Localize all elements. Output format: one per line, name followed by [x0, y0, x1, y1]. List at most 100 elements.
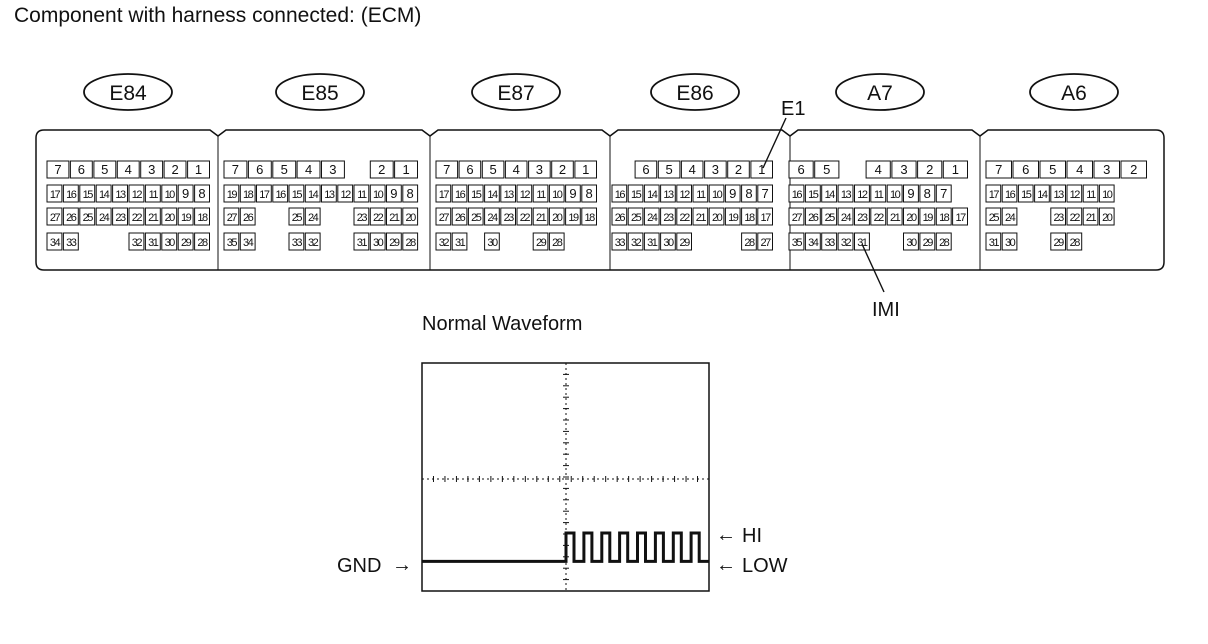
- pin-cell: [353, 207, 370, 226]
- pin-cell: [161, 232, 178, 251]
- pin-cell: [581, 207, 597, 226]
- pin-number: 11: [536, 189, 546, 201]
- pin-cell: [144, 232, 161, 251]
- pin-number: 23: [857, 212, 868, 224]
- pin-cell: [435, 207, 452, 226]
- pin-cell: [288, 232, 305, 251]
- pin-number: 15: [83, 189, 94, 201]
- pin-number: 3: [712, 162, 719, 177]
- connector-label-e84: E84: [83, 73, 173, 111]
- pin-number: 15: [808, 189, 819, 201]
- pin-number: 23: [115, 212, 126, 224]
- pin-cell: [321, 160, 345, 179]
- pin-number: 4: [875, 162, 882, 177]
- pin-number: 22: [874, 212, 885, 224]
- pin-cell: [804, 207, 821, 226]
- pin-cell: [917, 160, 943, 179]
- pin-cell: [724, 184, 741, 203]
- pin-number: 34: [808, 237, 819, 249]
- pin-number: 14: [1037, 189, 1048, 201]
- pin-number: 9: [569, 186, 576, 201]
- pin-cell: [402, 207, 419, 226]
- pin-number: 4: [513, 162, 520, 177]
- pin-number: 24: [487, 212, 498, 224]
- connector-label-e85: E85: [275, 73, 365, 111]
- pin-cell: [634, 160, 658, 179]
- pin-number: 2: [1130, 162, 1137, 177]
- pin-number: 20: [712, 212, 723, 224]
- pin-number: 3: [900, 162, 907, 177]
- pin-number: 20: [552, 212, 563, 224]
- pin-number: 6: [256, 162, 263, 177]
- pin-number: 14: [825, 189, 836, 201]
- pin-cell: [296, 160, 321, 179]
- pin-number: 21: [389, 212, 400, 224]
- waveform-title: Normal Waveform: [422, 313, 583, 335]
- pin-number: 9: [390, 186, 397, 201]
- pin-cell: [1050, 184, 1067, 203]
- pin-number: 25: [83, 212, 94, 224]
- pin-cell: [788, 207, 805, 226]
- pin-cell: [741, 184, 757, 203]
- pin-number: 32: [631, 237, 642, 249]
- pin-number: 7: [940, 186, 947, 201]
- pin-number: 11: [357, 189, 367, 201]
- pin-cell: [1034, 184, 1050, 203]
- pin-number: 4: [125, 162, 132, 177]
- pin-cell: [886, 184, 903, 203]
- pin-number: 29: [536, 237, 547, 249]
- pin-number: 28: [405, 237, 416, 249]
- pin-number: 29: [679, 237, 690, 249]
- pin-number: 27: [439, 212, 450, 224]
- pin-number: 17: [259, 189, 270, 201]
- pin-number: 8: [745, 186, 752, 201]
- pin-cell: [46, 232, 63, 251]
- pin-cell: [660, 232, 676, 251]
- pin-cell: [565, 184, 581, 203]
- pin-number: 27: [792, 212, 803, 224]
- pin-number: 25: [989, 212, 1000, 224]
- pin-number: 16: [275, 189, 286, 201]
- pin-number: 12: [1070, 189, 1081, 201]
- pin-cell: [643, 232, 660, 251]
- connector-id: A6: [1061, 82, 1087, 105]
- gnd-label: GND: [337, 555, 381, 577]
- pin-cell: [627, 207, 644, 226]
- pin-number: 21: [696, 212, 707, 224]
- pin-cell: [1082, 207, 1099, 226]
- pin-cell: [451, 184, 468, 203]
- pin-cell: [551, 160, 574, 179]
- pin-number: 6: [642, 162, 649, 177]
- pin-number: 9: [729, 186, 736, 201]
- pin-cell: [304, 207, 321, 226]
- pin-cell: [304, 184, 321, 203]
- connector-label-a7: A7: [835, 73, 925, 111]
- pin-cell: [402, 232, 419, 251]
- pin-number: 11: [1086, 189, 1096, 201]
- pin-cell: [194, 184, 211, 203]
- pin-cell: [865, 160, 891, 179]
- pin-number: 21: [148, 212, 159, 224]
- pin-cell: [727, 160, 750, 179]
- pin-cell: [46, 160, 70, 179]
- pin-cell: [708, 207, 725, 226]
- pin-cell: [611, 184, 628, 203]
- pin-number: 12: [857, 189, 868, 201]
- callout-e1-label: E1: [781, 98, 805, 120]
- pin-cell: [144, 184, 161, 203]
- pin-number: 31: [857, 237, 868, 249]
- pin-number: 7: [232, 162, 239, 177]
- connector-housing: [35, 129, 1165, 271]
- pin-number: 18: [197, 212, 208, 224]
- pin-number: 24: [1005, 212, 1016, 224]
- pin-cell: [757, 207, 773, 226]
- pin-cell: [1050, 232, 1067, 251]
- pin-number: 19: [227, 189, 238, 201]
- pin-cell: [62, 232, 79, 251]
- pin-number: 16: [615, 189, 626, 201]
- pin-number: 25: [825, 212, 836, 224]
- low-label: LOW: [742, 555, 788, 577]
- pin-cell: [643, 207, 660, 226]
